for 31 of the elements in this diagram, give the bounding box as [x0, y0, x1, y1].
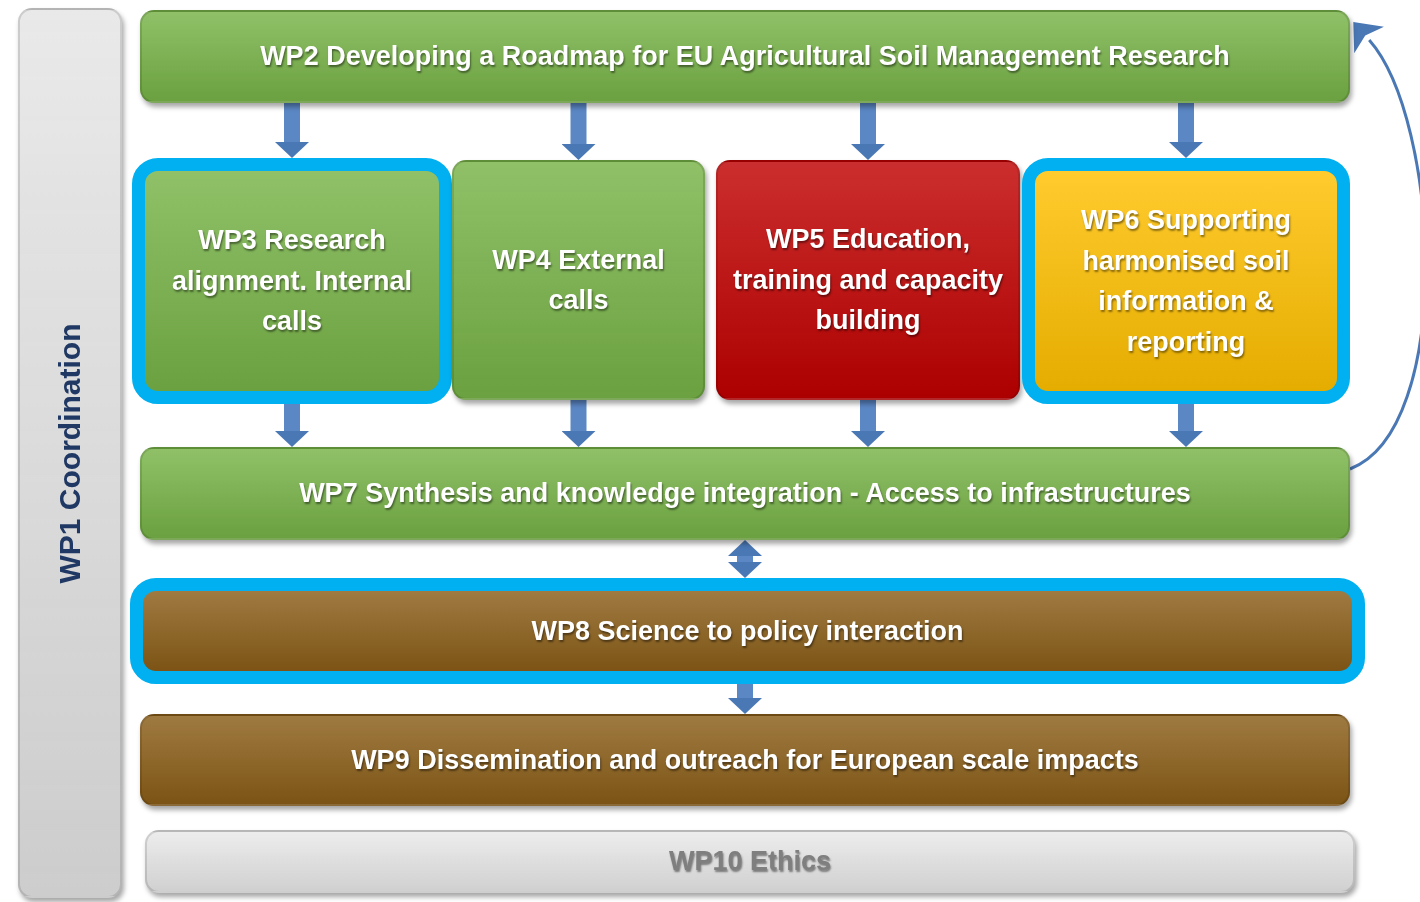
block-arrow: [851, 103, 885, 160]
process-box: [452, 160, 705, 400]
process-box: [716, 160, 1020, 400]
block-arrow: [728, 684, 762, 714]
process-box: [140, 447, 1350, 540]
highlighted-box: [1022, 158, 1350, 404]
block-arrow: [275, 404, 309, 447]
box-label: WP4 External calls: [491, 243, 666, 317]
block-arrow: [561, 103, 596, 160]
highlighted-box: [132, 158, 452, 404]
block-arrow: [851, 400, 885, 447]
block-arrow: [561, 400, 596, 447]
curved-arrow: [1349, 20, 1420, 471]
box-label: WP5 Education, training and capacity building: [731, 223, 1005, 338]
block-arrow: [275, 103, 309, 158]
box-label: WP1 Coordination: [52, 322, 88, 586]
box-label: WP7 Synthesis and knowledge integration - Access to infrastructures: [298, 477, 1192, 511]
box-label: WP10 Ethics: [667, 845, 833, 879]
box-label: WP2 Developing a Roadmap for EU Agricultural Soil Management Research: [259, 40, 1231, 74]
highlighted-box: [130, 578, 1365, 684]
process-box: [145, 830, 1355, 893]
block-arrow: [1169, 404, 1203, 447]
box-label: WP6 Supporting harmonised soil information & reporting: [1080, 204, 1292, 359]
box-label: WP8 Science to policy interaction: [530, 614, 965, 648]
box-label: WP3 Research alignment. Internal calls: [170, 224, 413, 339]
block-arrow: [1169, 103, 1203, 158]
process-box: [140, 10, 1350, 103]
box-label: WP9 Dissemination and outreach for European scale impacts: [350, 743, 1140, 777]
block-arrow: [728, 540, 762, 578]
process-box: [18, 8, 122, 898]
process-box: [140, 714, 1350, 806]
